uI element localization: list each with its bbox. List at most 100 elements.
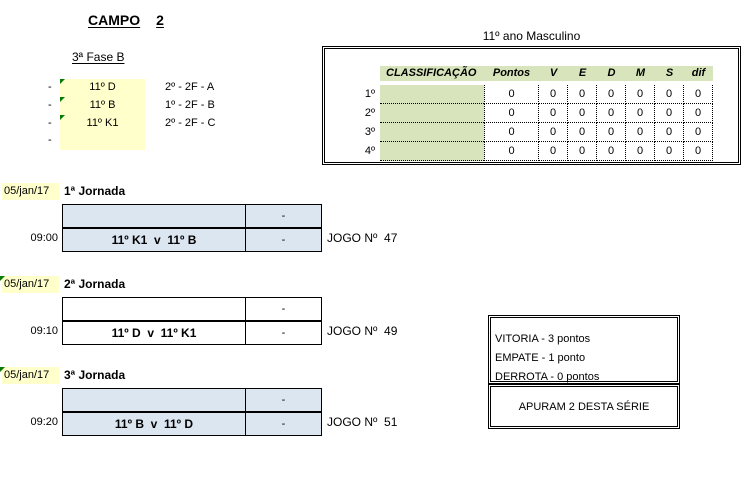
campo-title: CAMPO 2 [88,12,164,28]
jornada-label: 2ª Jornada [64,277,126,291]
row-marker: - [48,134,52,147]
column-header-dif: dif [684,66,713,81]
team-list: 11º D 11º B 11º K1 [60,79,145,150]
stat-cell[interactable]: 0 [626,104,655,123]
team-code: 1º - 2F - B [165,98,215,111]
match-name-cell[interactable]: 11º B v 11º D [63,413,245,435]
qualification-note: APURAM 2 DESTA SÉRIE [488,384,680,429]
team-cell[interactable]: 11º K1 [60,114,145,133]
stat-cell[interactable]: 0 [484,142,539,161]
stat-cell[interactable]: 0 [539,142,568,161]
match-table: - 11º K1 v 11º B - [62,204,322,252]
stat-cell[interactable]: 0 [655,85,684,104]
fase-title: 3ª Fase B [72,50,125,64]
stat-cell[interactable]: 0 [597,104,626,123]
team-code: 2º - 2F - C [165,116,216,129]
match-time: 09:00 [30,232,58,244]
stat-cell[interactable]: 0 [655,104,684,123]
team-code: 2º - 2F - A [165,81,215,93]
points-legend: VITORIA - 3 pontos EMPATE - 1 ponto DERR… [488,315,680,384]
stat-cell[interactable]: 0 [626,142,655,161]
score-cell[interactable]: - [245,322,321,344]
stat-cell[interactable]: 0 [684,104,713,123]
column-header-pontos: Pontos [484,66,539,81]
jornada-3-section: 05/jan/17 3ª Jornada - 11º B v 11º D - 0… [0,367,420,437]
row-marker: - [48,98,52,111]
team-name: 11º D [89,81,116,93]
classification-header-name: CLASSIFICAÇÃO [380,66,484,81]
stat-cell[interactable]: 0 [568,142,597,161]
comment-triangle-icon [60,114,65,120]
stat-cell[interactable]: 0 [626,123,655,142]
date-text: 05/jan/17 [4,369,50,381]
score-cell[interactable]: - [245,298,321,320]
stat-cell[interactable]: 0 [597,123,626,142]
stat-cell[interactable]: 0 [568,85,597,104]
jornada-label: 1ª Jornada [64,184,126,198]
stat-cell[interactable]: 0 [597,85,626,104]
score-cell[interactable]: - [245,389,321,411]
jornada-label: 3ª Jornada [64,368,126,382]
score-cell[interactable]: - [245,229,321,251]
stat-cell[interactable]: 0 [655,142,684,161]
match-name-cell-empty[interactable] [63,298,245,320]
column-header-v: V [539,66,568,81]
match-name-cell-empty[interactable] [63,389,245,411]
stat-cell[interactable]: 0 [568,104,597,123]
date-text: 05/jan/17 [4,278,50,290]
stat-cell[interactable]: 0 [539,85,568,104]
stat-cell[interactable]: 0 [684,142,713,161]
stat-cell[interactable]: 0 [684,123,713,142]
stat-cell[interactable]: 0 [484,85,539,104]
date-cell[interactable]: 05/jan/17 [0,367,59,384]
classification-team-cell[interactable] [380,104,484,123]
comment-triangle-icon [0,276,5,281]
team-cell[interactable]: 11º D [60,79,145,97]
classification-team-cell[interactable] [380,123,484,142]
stat-cell[interactable]: 0 [597,142,626,161]
game-number-label: JOGO Nº 51 [327,415,398,429]
stat-cell[interactable]: 0 [626,85,655,104]
column-header-e: E [568,66,597,81]
comment-triangle-icon [0,367,5,372]
team-cell-empty[interactable] [60,132,145,150]
legend-line-derrota: DERROTA - 0 pontos [495,371,600,383]
jornada-2-section: 05/jan/17 2ª Jornada - 11º D v 11º K1 - … [0,276,420,346]
team-name: 11º K1 [86,116,119,129]
stat-cell[interactable]: 0 [484,104,539,123]
stat-cell[interactable]: 0 [684,85,713,104]
match-name-cell-empty[interactable] [63,205,245,227]
stat-cell[interactable]: 0 [539,104,568,123]
classification-team-cell[interactable] [380,142,484,161]
match-name-cell[interactable]: 11º K1 v 11º B [63,229,245,251]
row-marker: - [48,81,52,93]
position-label: 4º [364,145,375,157]
game-number-label: JOGO Nº 49 [327,324,398,338]
date-cell[interactable]: 05/jan/17 [0,276,59,293]
stat-cell[interactable]: 0 [484,123,539,142]
match-table: - 11º B v 11º D - [62,388,322,436]
campo-title-number: 2 [156,12,164,28]
column-header-s: S [655,66,684,81]
match-time: 09:10 [30,325,58,337]
column-header-d: D [597,66,626,81]
column-header-m: M [626,66,655,81]
score-cell[interactable]: - [245,413,321,435]
jornada-1-section: 05/jan/17 1ª Jornada - 11º K1 v 11º B - … [0,183,420,253]
team-cell[interactable]: 11º B [60,96,145,115]
classification-team-cell[interactable] [380,85,484,104]
match-time: 09:20 [30,416,58,428]
comment-triangle-icon [60,96,65,102]
match-table: - 11º D v 11º K1 - [62,297,322,345]
date-cell[interactable]: 05/jan/17 [2,183,59,200]
stat-cell[interactable]: 0 [655,123,684,142]
stat-cell[interactable]: 0 [568,123,597,142]
match-name-cell[interactable]: 11º D v 11º K1 [63,322,245,344]
legend-line-vitoria: VITORIA - 3 pontos [495,333,591,345]
stat-cell[interactable]: 0 [539,123,568,142]
team-codes: 2º - 2F - A 1º - 2F - B 2º - 2F - C [165,79,215,132]
score-cell[interactable]: - [245,205,321,227]
campo-title-word: CAMPO [88,12,141,28]
game-number-label: JOGO Nº 47 [327,231,398,245]
position-label: 1º [364,88,375,100]
